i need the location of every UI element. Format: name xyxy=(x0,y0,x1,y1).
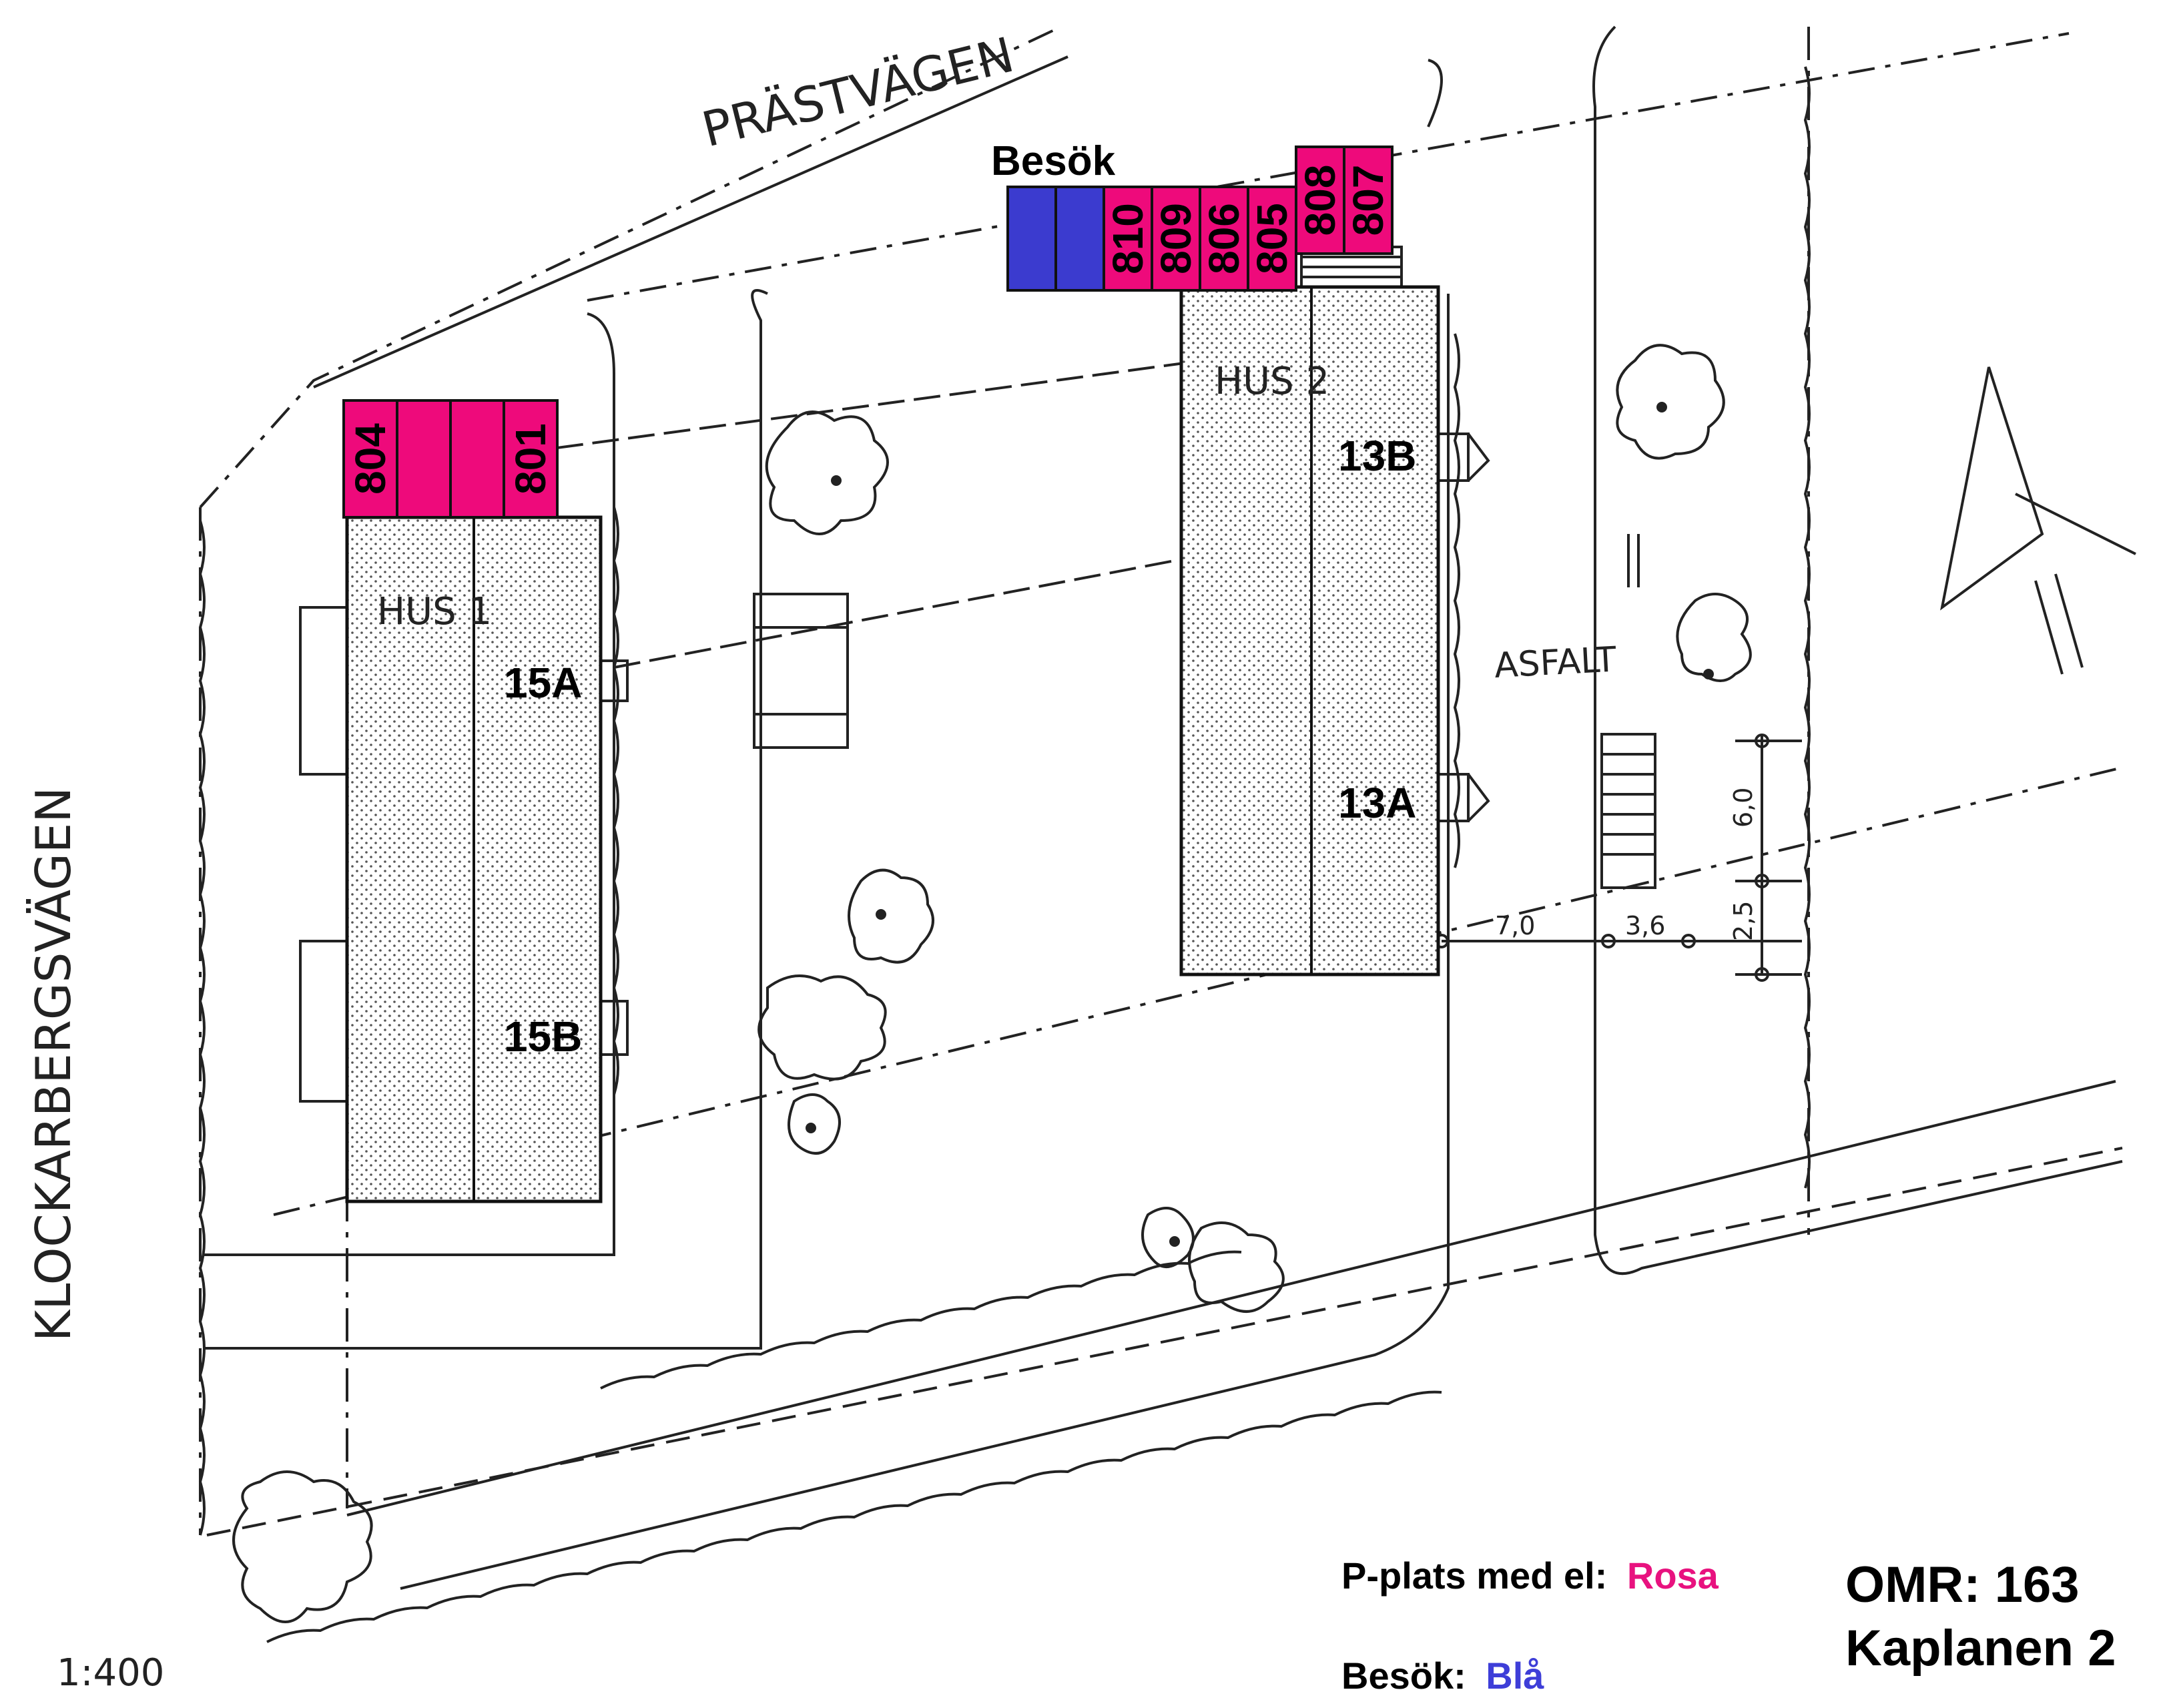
building-label-hus-1: HUS 1 xyxy=(377,590,492,633)
entrance-label-15a: 15A xyxy=(504,659,582,707)
legend-row-2-value: Blå xyxy=(1486,1655,1544,1697)
parking-stall-hus1-1-label: 804 xyxy=(346,423,394,495)
entrance-label-15b: 15B xyxy=(504,1013,582,1061)
parking-stall-808-label: 808 xyxy=(1296,165,1344,236)
entrance-label-13a: 13A xyxy=(1338,779,1416,827)
building-hus-1 xyxy=(345,515,603,1203)
surface-label: ASFALT xyxy=(1494,639,1618,686)
area-name: Kaplanen 2 xyxy=(1845,1620,2116,1677)
legend-row-1-label: P-plats med el: xyxy=(1341,1554,1607,1597)
parking-group-hus-1: 804 801 xyxy=(342,399,559,519)
north-arrow-icon xyxy=(1940,366,2136,675)
building-hus-2 xyxy=(1179,285,1440,976)
legend-row-1: P-plats med el: Rosa xyxy=(1341,1554,1719,1597)
visitor-stall-1 xyxy=(1006,186,1057,292)
dimension-label-4: 2,5 xyxy=(1729,901,1758,941)
street-label-top: PRÄSTVÄGEN xyxy=(697,27,1019,158)
area-id: OMR: 163 xyxy=(1845,1556,2080,1613)
legend-row-2: Besök: Blå xyxy=(1341,1655,1544,1697)
parking-stall-810-label: 810 xyxy=(1104,203,1152,274)
trees xyxy=(232,344,1752,1623)
visitor-stall-2 xyxy=(1054,186,1105,292)
entrance-label-13b: 13B xyxy=(1338,432,1416,480)
legend-row-1-value: Rosa xyxy=(1627,1554,1719,1597)
dimension-label-2: 3,6 xyxy=(1625,911,1665,940)
parking-stall-810 xyxy=(1103,186,1153,292)
parking-stall-806 xyxy=(1199,186,1249,292)
parking-stall-807 xyxy=(1343,146,1394,255)
visitor-parking xyxy=(1006,186,1105,292)
street-label-left: KLOCKARBERGSVÄGEN xyxy=(25,787,81,1342)
parking-stall-807-label: 807 xyxy=(1344,165,1392,236)
parking-stall-809-label: 809 xyxy=(1152,203,1200,274)
parking-stall-hus1-2 xyxy=(396,399,452,519)
visitor-parking-title: Besök xyxy=(991,138,1116,184)
parking-stall-808 xyxy=(1295,146,1345,255)
legend: P-plats med el: Rosa Besök: Blå xyxy=(1341,1554,1719,1697)
parking-stall-805-label: 805 xyxy=(1248,203,1296,274)
legend-row-2-label: Besök: xyxy=(1341,1655,1466,1697)
parking-stall-805 xyxy=(1247,186,1297,292)
scale-label: 1:400 xyxy=(57,1651,164,1695)
parking-stall-hus1-4 xyxy=(503,399,559,519)
building-label-hus-2: HUS 2 xyxy=(1215,360,1329,403)
parking-stall-809 xyxy=(1151,186,1201,292)
dimension-label-3: 6,0 xyxy=(1729,788,1758,828)
parking-stall-hus1-3 xyxy=(449,399,505,519)
hedges xyxy=(198,66,1811,1643)
parking-stall-hus1-4-label: 801 xyxy=(507,423,555,495)
parking-stall-806-label: 806 xyxy=(1200,203,1248,274)
dimension-label-1: 7,0 xyxy=(1495,911,1535,940)
